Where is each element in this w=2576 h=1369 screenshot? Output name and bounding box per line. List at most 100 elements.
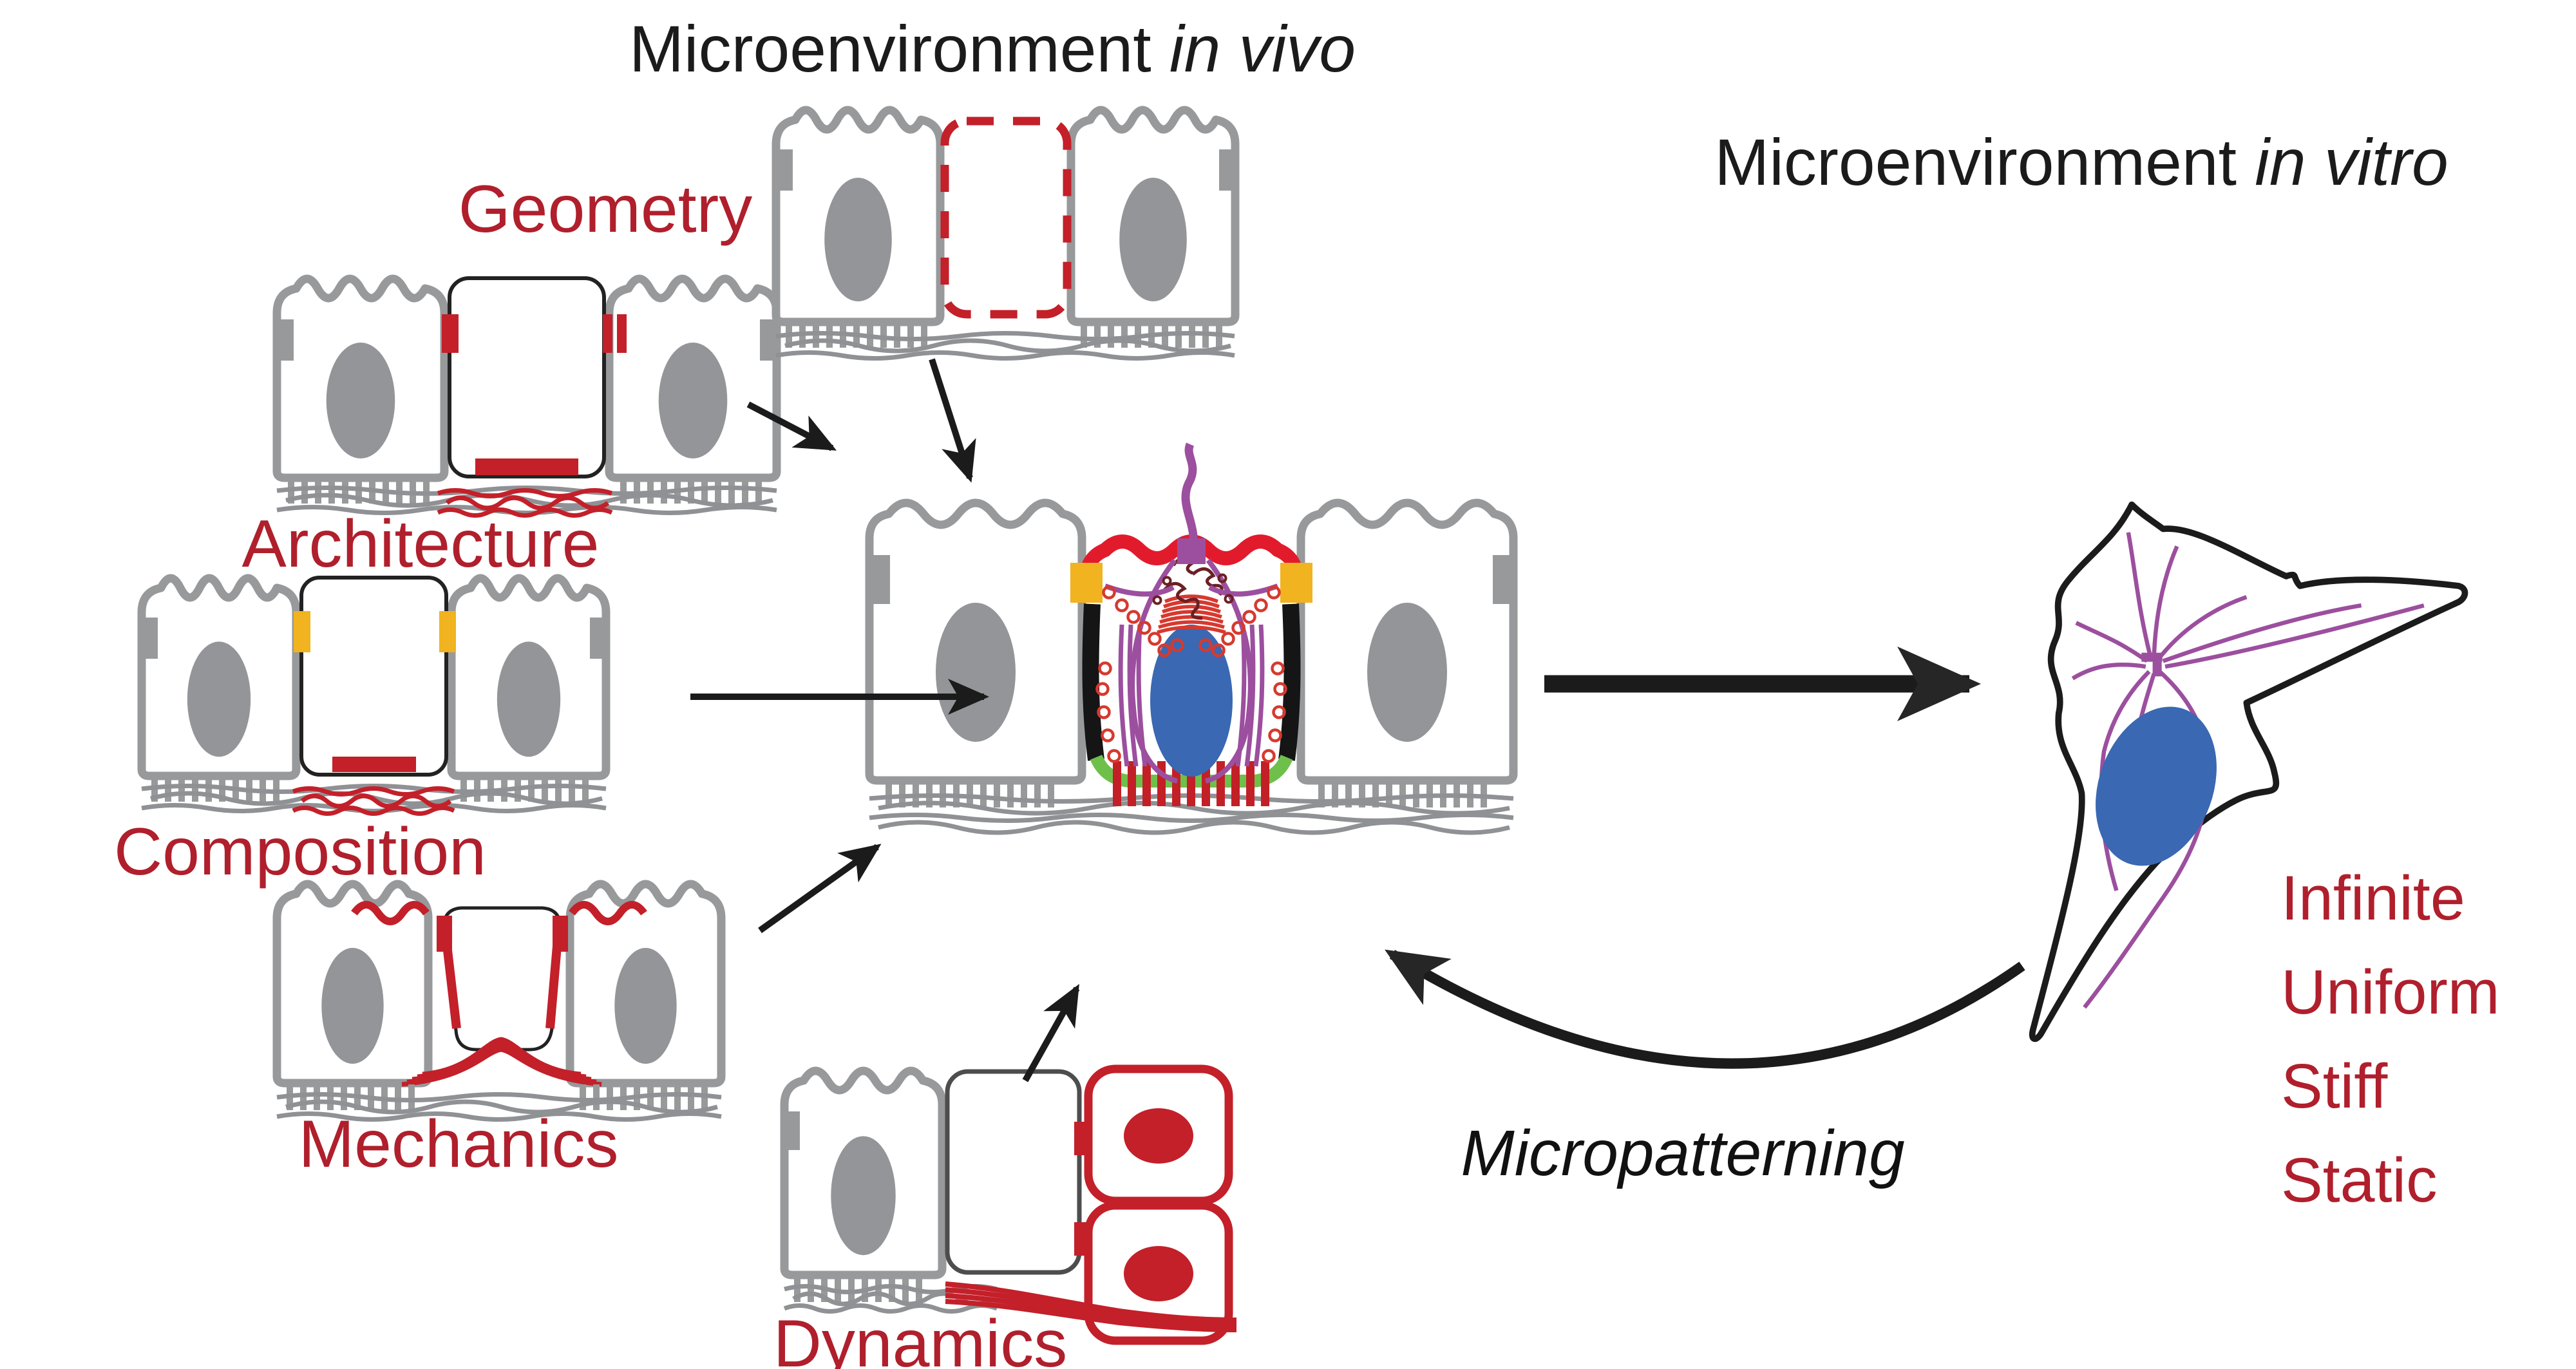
- red-junction: [617, 314, 627, 353]
- basement-membrane-mesh: [437, 507, 613, 518]
- microtubule-ray: [2071, 662, 2146, 681]
- cell-junction: [784, 1111, 800, 1150]
- basement-membrane-mesh: [276, 1092, 722, 1102]
- red-junction: [442, 314, 459, 353]
- lateral-microtubule-bundle: [1235, 624, 1247, 767]
- centrosome: [2152, 659, 2162, 677]
- title-in-vitro-prefix: Microenvironment: [1714, 126, 2255, 199]
- cell-junction: [1219, 149, 1235, 191]
- basal-adhesion-stripe: [1113, 761, 1121, 806]
- red-junction: [1074, 1222, 1087, 1256]
- trafficking-vesicle: [1242, 610, 1256, 624]
- cell-nucleus-gray: [321, 948, 384, 1064]
- trafficking-vesicle: [1271, 661, 1285, 675]
- cell-junction: [776, 149, 793, 191]
- cell-nucleus-gray: [824, 178, 892, 301]
- cell-nucleus-red: [1124, 1108, 1193, 1164]
- basement-membrane-mesh: [285, 493, 773, 508]
- unlabeled-cell-outline: [448, 276, 606, 478]
- basement-membrane-mesh: [276, 486, 777, 496]
- trafficking-vesicle: [1273, 682, 1287, 696]
- golgi-vesicle: [1162, 576, 1172, 586]
- label-architecture: Architecture: [242, 507, 600, 581]
- trafficking-vesicle: [1221, 632, 1235, 646]
- yellow-junction: [294, 611, 310, 652]
- cell-nucleus-gray: [1119, 178, 1187, 301]
- label-geometry: Geometry: [458, 172, 753, 247]
- basement-membrane-mesh: [276, 505, 777, 515]
- spread-cell-outline: [2029, 501, 2468, 1042]
- microtubule-ray: [2164, 603, 2425, 669]
- arrow-dynamics-to-center: [1022, 984, 1080, 1082]
- cell-nucleus-red: [1124, 1246, 1193, 1301]
- arrow-mechanics-to-center: [758, 844, 882, 934]
- lateral-microtubule-bundle: [1127, 624, 1139, 767]
- remodeling-matrix-fibers: [945, 1293, 1237, 1329]
- mechanics-composition-diagram: [272, 880, 726, 1122]
- cell-nucleus-blue: [1150, 625, 1233, 777]
- remodeling-matrix-fibers: [945, 1299, 1237, 1332]
- tensed-basal-fibers: [401, 1047, 602, 1087]
- unlabeled-cell-outline: [299, 576, 448, 777]
- basal-adhesion-stripe: [1261, 761, 1269, 806]
- lateral-microtubule-bundle: [1118, 624, 1130, 767]
- trafficking-vesicle: [1211, 643, 1226, 657]
- cell-nucleus-gray: [187, 641, 251, 757]
- cell-nucleus-gray: [1367, 603, 1447, 742]
- cell-junction: [142, 618, 158, 659]
- arrow-missingcell-to-center: [929, 358, 976, 483]
- title-in-vitro-italic: in vitro: [2255, 126, 2448, 199]
- basal-adhesion-stripe: [1217, 761, 1225, 806]
- basement-membrane-mesh: [285, 1099, 718, 1115]
- title-in-vitro: Microenvironment in vitro: [1714, 125, 2448, 200]
- yellow-adherens-junction: [1280, 563, 1312, 603]
- in-vitro-property-list: Infinite Uniform Stiff Static: [2281, 851, 2500, 1227]
- er-golgi-stack: [1163, 600, 1220, 609]
- er-golgi-stack: [1157, 625, 1226, 634]
- trafficking-vesicle: [1102, 585, 1116, 600]
- cell-nucleus-gray: [831, 1136, 896, 1256]
- cell-junction: [277, 319, 294, 361]
- golgi-vesicle: [1152, 595, 1162, 605]
- microtubule-ray: [2075, 621, 2148, 663]
- trafficking-vesicle: [1097, 705, 1111, 719]
- cilium-basal-body: [1177, 538, 1206, 564]
- trafficking-vesicle: [1137, 621, 1151, 635]
- trafficking-vesicle: [1095, 682, 1110, 696]
- title-in-vivo-italic: in vivo: [1169, 12, 1356, 86]
- basement-membrane-mesh: [878, 800, 1510, 816]
- missing-cell-dashed-outline: [940, 117, 1072, 319]
- lateral-microtubule-bundle: [1136, 624, 1148, 767]
- golgi-squiggle: [1161, 581, 1203, 620]
- remodeling-matrix-fibers: [945, 1281, 1237, 1323]
- trafficking-vesicle: [1157, 643, 1171, 657]
- trafficking-vesicle: [1107, 749, 1121, 763]
- primary-cilium: [1181, 442, 1198, 554]
- golgi-vesicle: [1217, 573, 1227, 583]
- title-in-vivo-prefix: Microenvironment: [629, 12, 1170, 86]
- trafficking-vesicle: [1267, 585, 1281, 600]
- microtubule-ray: [2162, 603, 2362, 663]
- basement-membrane-mesh: [300, 793, 452, 809]
- er-golgi-stack: [1160, 610, 1222, 619]
- basement-membrane-mesh: [292, 806, 455, 816]
- basement-membrane-mesh: [445, 495, 610, 511]
- cell-nucleus-gray: [326, 343, 395, 458]
- trafficking-vesicle: [1098, 661, 1112, 675]
- label-micropatterning: Micropatterning: [1461, 1117, 1905, 1189]
- geometry-diagram: [272, 274, 781, 518]
- arrow-layer: [690, 358, 2025, 1082]
- trafficking-vesicle: [1148, 632, 1162, 646]
- trafficking-vesicle: [1272, 705, 1286, 719]
- arrow-micropatterning-curved: [1385, 949, 2025, 1069]
- property-static: Static: [2281, 1145, 2438, 1215]
- trafficking-vesicle: [1254, 598, 1268, 612]
- trafficking-vesicle: [1115, 598, 1129, 612]
- cell-nucleus-gray: [936, 603, 1016, 742]
- basement-membrane-mesh: [276, 1111, 722, 1122]
- red-junction: [553, 916, 568, 952]
- cell-nucleus-gray: [497, 641, 561, 757]
- trafficking-vesicle: [1262, 749, 1276, 763]
